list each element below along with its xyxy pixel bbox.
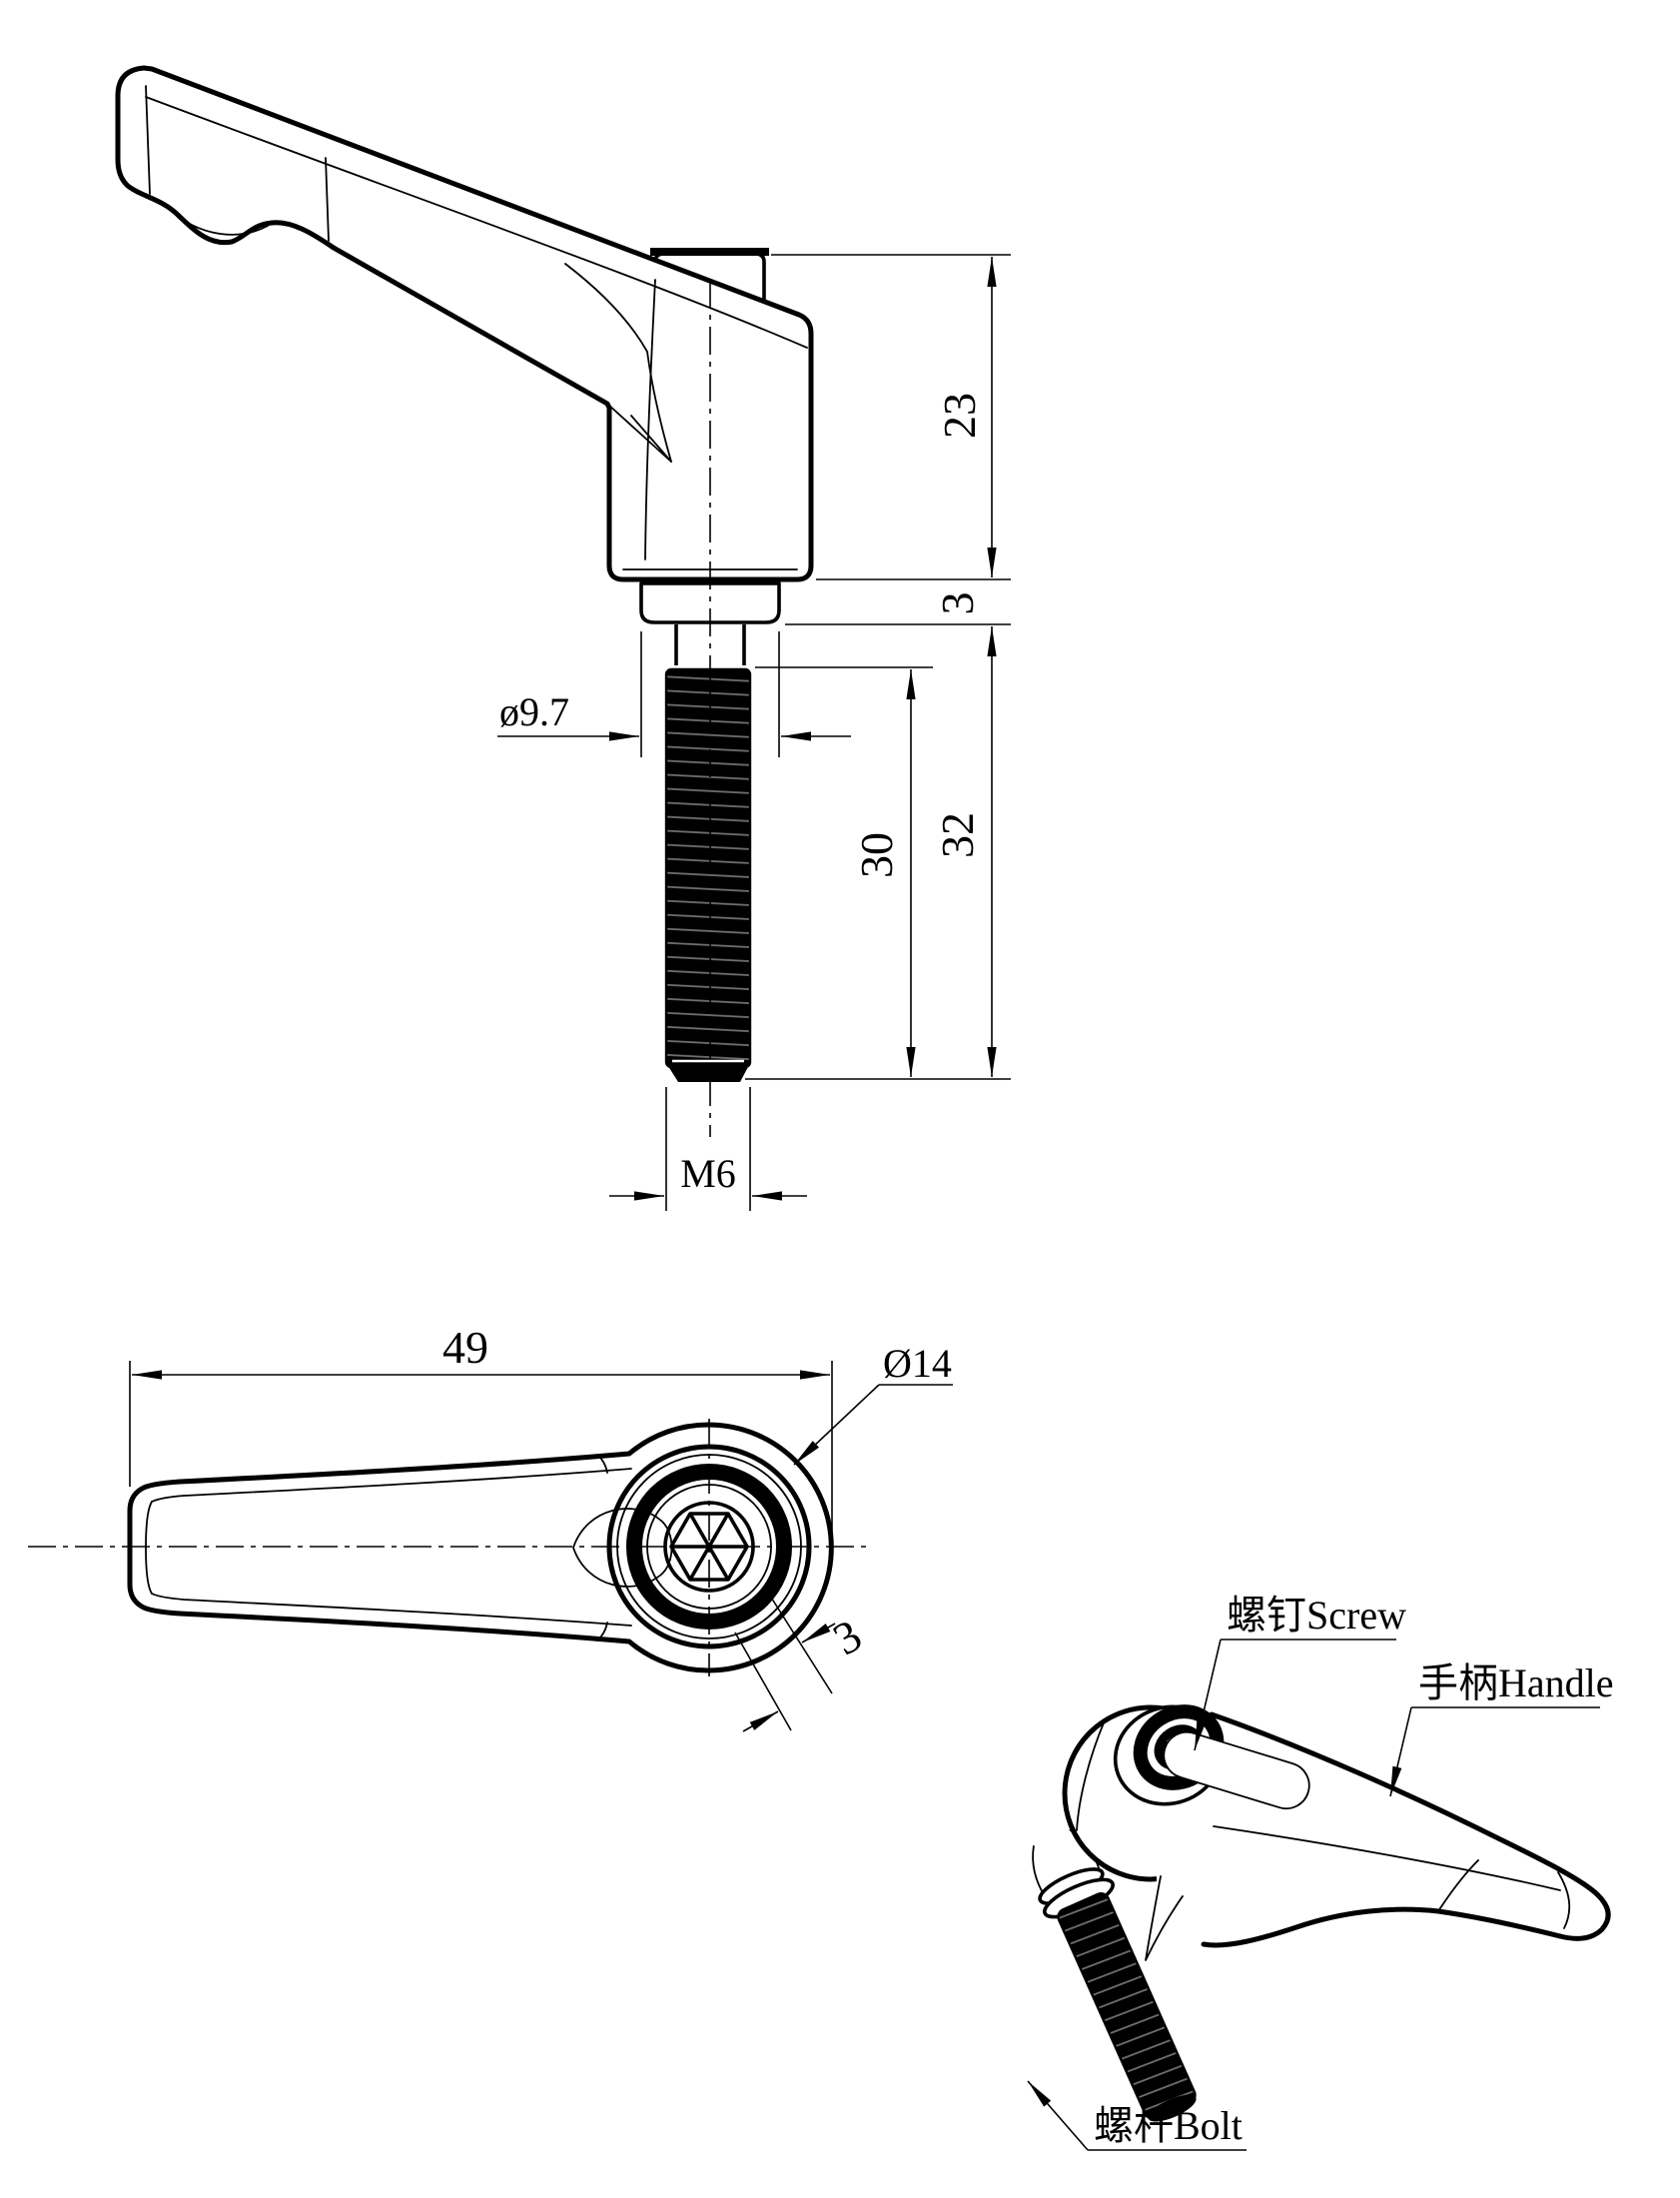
dim-hub-height: 23 xyxy=(934,393,985,439)
side-view-dimensions: 23 3 32 30 ø9.7 M6 xyxy=(497,254,1011,1211)
dim-collar-diameter: ø9.7 xyxy=(499,689,569,734)
label-handle: 手柄Handle xyxy=(1418,1660,1614,1705)
iso-bolt-group xyxy=(1032,1828,1197,2122)
iso-arm-pocket xyxy=(1163,1730,1310,1810)
dim-collar-height: 3 xyxy=(932,592,983,615)
neck xyxy=(674,624,746,665)
label-bolt: 螺杆Bolt xyxy=(1094,2103,1243,2148)
iso-arm-edges xyxy=(1076,1711,1611,1961)
threaded-stud xyxy=(664,667,752,1082)
handle-side-details xyxy=(145,85,808,570)
iso-labels: 螺钉Screw 手柄Handle 螺杆Bolt xyxy=(1027,1593,1614,2151)
top-view: 49 Ø14 3 xyxy=(28,1322,953,1732)
dim-chamfer: 3 xyxy=(825,1610,870,1665)
isometric-view: 螺钉Screw 手柄Handle 螺杆Bolt xyxy=(1027,1593,1614,2151)
handle-side-outline xyxy=(115,65,814,582)
dim-handle-length: 49 xyxy=(442,1322,488,1373)
collar xyxy=(639,581,781,624)
dim-thread-spec: M6 xyxy=(680,1151,736,1196)
dim-thread-length: 30 xyxy=(851,832,902,878)
side-view: 23 3 32 30 ø9.7 M6 xyxy=(115,65,1011,1211)
dim-stud-length: 32 xyxy=(932,812,983,858)
label-screw: 螺钉Screw xyxy=(1227,1593,1406,1638)
dim-hub-diameter: Ø14 xyxy=(883,1341,952,1386)
